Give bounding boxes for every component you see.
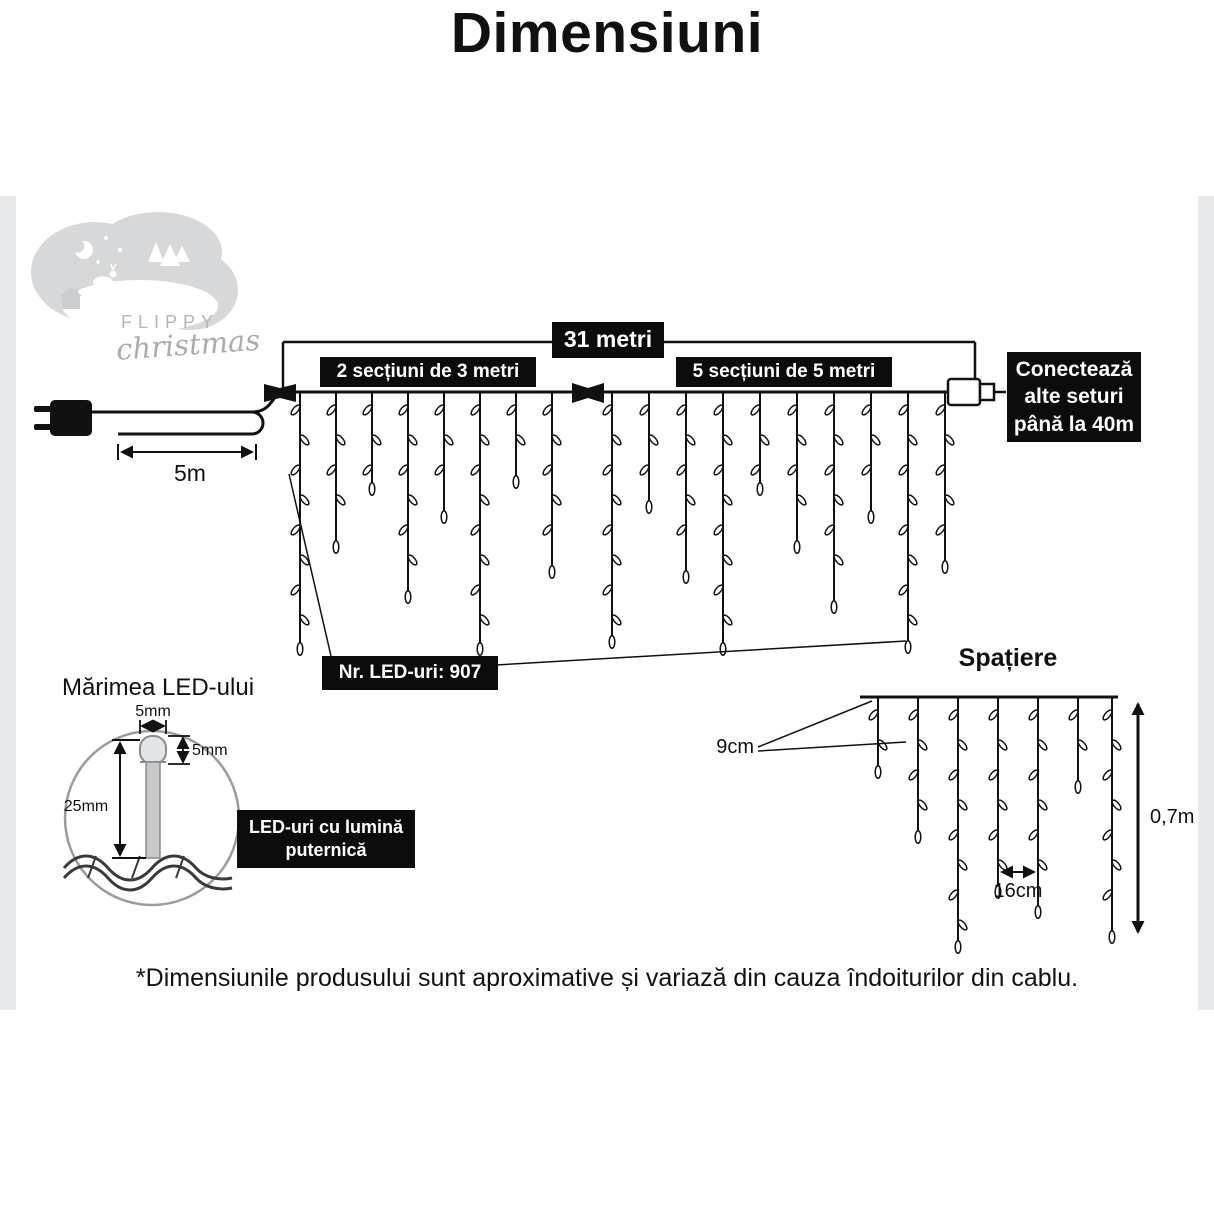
power-plug-icon xyxy=(34,400,92,436)
extension-plug-icon xyxy=(946,377,1006,407)
lead-cord xyxy=(92,395,278,436)
brand-name: FLIPPY xyxy=(120,312,220,332)
drop-height-label: 0,7m xyxy=(1150,806,1195,828)
star-icon xyxy=(118,248,122,252)
wire-connector-icon xyxy=(264,383,604,403)
twisted-wire-icon xyxy=(62,854,233,892)
led-note-label: LED-uri cu lumină puternică xyxy=(237,810,415,868)
drop-offset-pointer-lines xyxy=(757,700,907,752)
connect-note-label: Conectează alte seturi până la 40m xyxy=(1007,352,1141,442)
drop-gap-label: 16cm xyxy=(993,880,1043,902)
led-head-height-label: 5mm xyxy=(192,742,228,759)
led-head-height-arrow xyxy=(168,735,190,765)
trees-icon xyxy=(148,242,190,266)
house-icon xyxy=(60,287,82,309)
lead-length-label: 5m xyxy=(174,460,206,486)
page-margin-right xyxy=(1198,196,1214,1010)
star-icon xyxy=(104,236,108,240)
drop-offset-label: 9cm xyxy=(716,736,754,758)
left-section-label: 2 secțiuni de 3 metri xyxy=(320,357,536,387)
spacing-heading: Spațiere xyxy=(958,644,1058,672)
deer-icon xyxy=(93,263,117,294)
total-length-label: 31 metri xyxy=(552,322,664,358)
star-icon xyxy=(96,260,100,264)
led-total-height-label: 25mm xyxy=(63,798,109,815)
page-title: Dimensiuni xyxy=(450,1,764,65)
curtain-drops xyxy=(290,392,955,656)
led-bulb-icon xyxy=(139,735,167,859)
page-margin-left xyxy=(0,196,16,1010)
led-width-arrow xyxy=(139,719,167,734)
spacing-drops xyxy=(868,697,1122,954)
led-total-height-arrow xyxy=(112,739,146,859)
right-section-label: 5 secțiuni de 5 metri xyxy=(676,357,892,387)
led-size-heading: Mărimea LED-ului xyxy=(61,674,255,701)
lead-length-arrow xyxy=(117,444,257,460)
footer-disclaimer: *Dimensiunile produsului sunt aproximati… xyxy=(135,964,1079,992)
led-width-label: 5mm xyxy=(135,703,171,720)
brand-logo-graphic xyxy=(31,212,238,332)
led-count-label: Nr. LED-uri: 907 xyxy=(322,656,498,690)
led-count-pointer-lines xyxy=(288,473,907,666)
